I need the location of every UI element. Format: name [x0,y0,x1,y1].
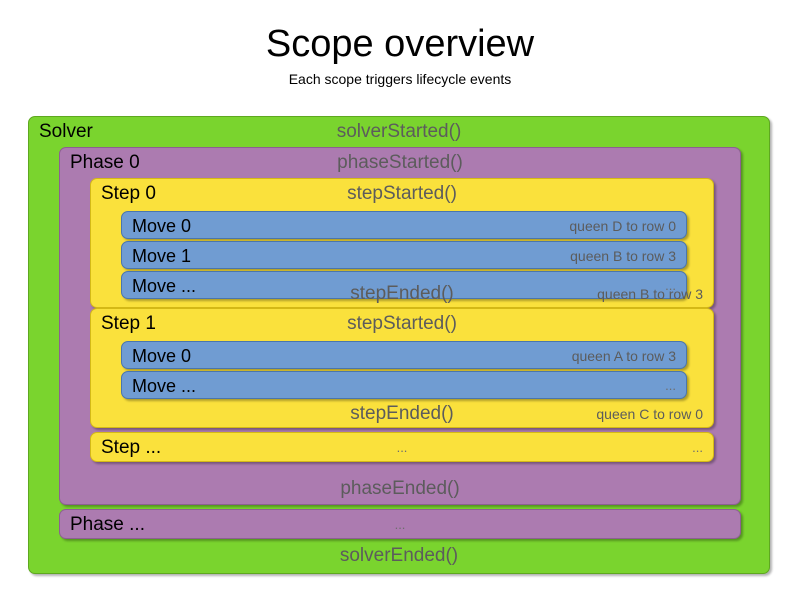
move-detail: ... [665,378,676,393]
step-1-scope[interactable]: Step 1 stepStarted() Move 0 queen A to r… [90,308,714,428]
phase-0-started-event: phaseStarted() [337,152,463,173]
diagram-header: Scope overview Each scope triggers lifec… [0,22,800,88]
step-ellipsis-detail: ... [692,440,703,455]
step-1-started-event: stepStarted() [347,313,457,334]
step-ellipsis-row: Step ... ... ... [91,433,713,463]
move-scope[interactable]: Move ... ... [121,371,687,399]
step-0-label: Step 0 [101,183,156,204]
move-detail: queen D to row 0 [569,218,676,234]
solver-label: Solver [39,121,93,142]
phase-0-header-row: Phase 0 phaseStarted() [60,148,740,178]
solver-started-event: solverStarted() [336,121,462,142]
phase-ellipsis-row: Phase ... ... [60,510,740,540]
move-label: Move 0 [132,216,192,236]
move-scope[interactable]: Move ... ... [121,271,687,299]
move-detail: queen A to row 3 [571,348,676,364]
step-1-footer-row: stepEnded() queen C to row 0 [91,399,713,429]
move-row: Move 1 queen B to row 3 [122,242,686,270]
move-label: Move 0 [132,346,192,366]
phase-ellipsis-label: Phase ... [70,514,145,535]
solver-header-row: Solver solverStarted() [29,117,769,147]
phase-ellipsis-center: ... [394,517,406,532]
step-0-ended-detail: queen B to row 3 [597,286,703,302]
step-1-ended-detail: queen C to row 0 [596,406,703,422]
page-title: Scope overview [265,23,535,65]
step-0-started-event: stepStarted() [347,183,457,204]
step-ellipsis-label: Step ... [101,437,162,458]
step-1-label: Step 1 [101,313,156,334]
move-label: Move ... [132,276,197,296]
move-row: Move 0 queen A to row 3 [122,342,686,370]
phase-0-ended-event: phaseEnded() [340,478,460,499]
phase-0-footer-row: phaseEnded() [60,474,740,504]
page-subtitle: Each scope triggers lifecycle events [288,71,512,87]
solver-footer-row: solverEnded() [29,541,769,571]
move-row: Move ... ... [122,372,686,400]
solver-ended-event: solverEnded() [339,545,459,566]
move-label: Move ... [132,376,197,396]
step-ellipsis-scope[interactable]: Step ... ... ... [90,432,714,462]
move-detail: queen B to row 3 [570,248,676,264]
step-0-footer-row: stepEnded() queen B to row 3 [91,279,713,309]
move-row: Move ... ... [122,272,686,300]
step-ellipsis-center: ... [396,440,408,455]
move-scope[interactable]: Move 1 queen B to row 3 [121,241,687,269]
phase-0-scope[interactable]: Phase 0 phaseStarted() Step 0 stepStarte… [59,147,741,505]
step-0-scope[interactable]: Step 0 stepStarted() Move 0 queen D to r… [90,178,714,308]
move-scope[interactable]: Move 0 queen D to row 0 [121,211,687,239]
move-label: Move 1 [132,246,192,266]
solver-scope[interactable]: Solver solverStarted() Phase 0 phaseStar… [28,116,770,574]
move-scope[interactable]: Move 0 queen A to row 3 [121,341,687,369]
phase-0-label: Phase 0 [70,152,140,173]
move-detail: ... [665,278,676,293]
move-row: Move 0 queen D to row 0 [122,212,686,240]
step-0-header-row: Step 0 stepStarted() [91,179,713,209]
step-1-header-row: Step 1 stepStarted() [91,309,713,339]
phase-ellipsis-scope[interactable]: Phase ... ... [59,509,741,539]
